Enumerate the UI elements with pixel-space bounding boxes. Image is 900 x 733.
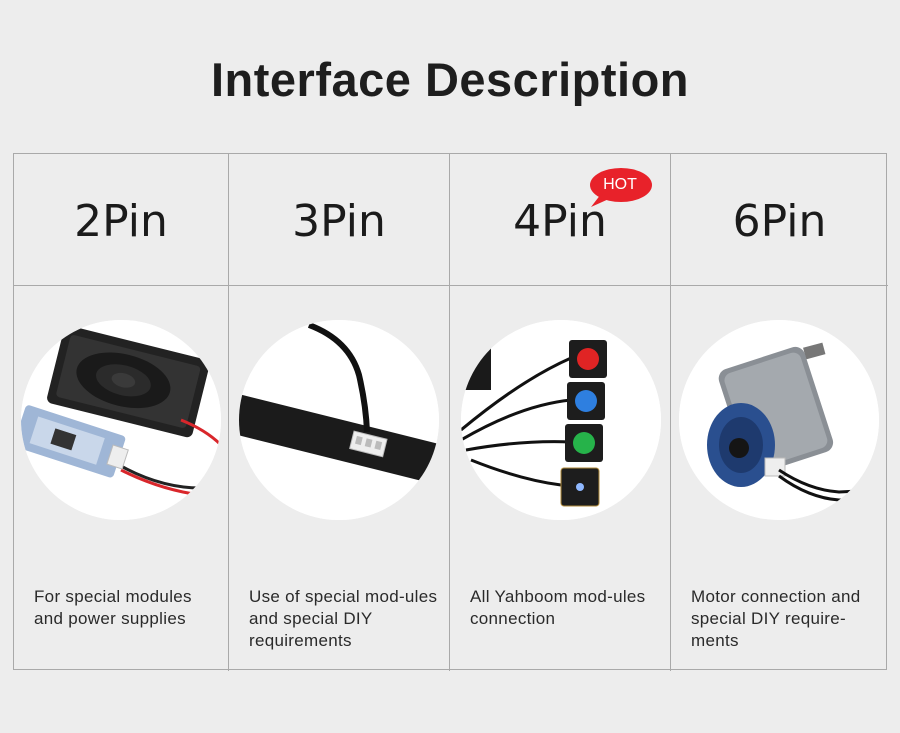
pin-label-4pin: 4Pin <box>513 196 607 247</box>
body-cell-4pin: All Yahboom mod-ules connection <box>450 286 671 671</box>
header-cell-3pin: 3Pin <box>229 154 450 286</box>
pin-label-6pin: 6Pin <box>732 196 827 247</box>
description-4pin: All Yahboom mod-ules connection <box>470 587 646 628</box>
hot-badge-text: HOT <box>603 176 637 193</box>
body-cell-2pin: For special modules and power supplies <box>14 286 229 671</box>
description-2pin: For special modules and power supplies <box>34 587 192 628</box>
header-cell-4pin: 4Pin HOT <box>450 154 671 286</box>
description-6pin: Motor connection and special DIY require… <box>691 587 861 650</box>
pin-label-2pin: 2Pin <box>74 196 168 247</box>
body-cell-6pin: Motor connection and special DIY require… <box>671 286 888 671</box>
page-title: Interface Description <box>210 53 690 106</box>
3pin-cable-board-photo <box>239 320 439 520</box>
encoder-motor-photo <box>679 320 879 520</box>
interface-table: 2Pin 3Pin 4Pin HOT 6Pin <box>13 153 888 671</box>
speaker-and-usb-module-photo <box>21 320 221 520</box>
header-cell-2pin: 2Pin <box>14 154 229 286</box>
header-cell-6pin: 6Pin <box>671 154 888 286</box>
body-cell-3pin: Use of special mod-ules and special DIY … <box>229 286 450 671</box>
description-3pin: Use of special mod-ules and special DIY … <box>249 587 438 650</box>
4pin-led-modules-photo <box>461 320 661 520</box>
pin-label-3pin: 3Pin <box>292 196 386 247</box>
hot-badge-bubble <box>590 168 652 207</box>
